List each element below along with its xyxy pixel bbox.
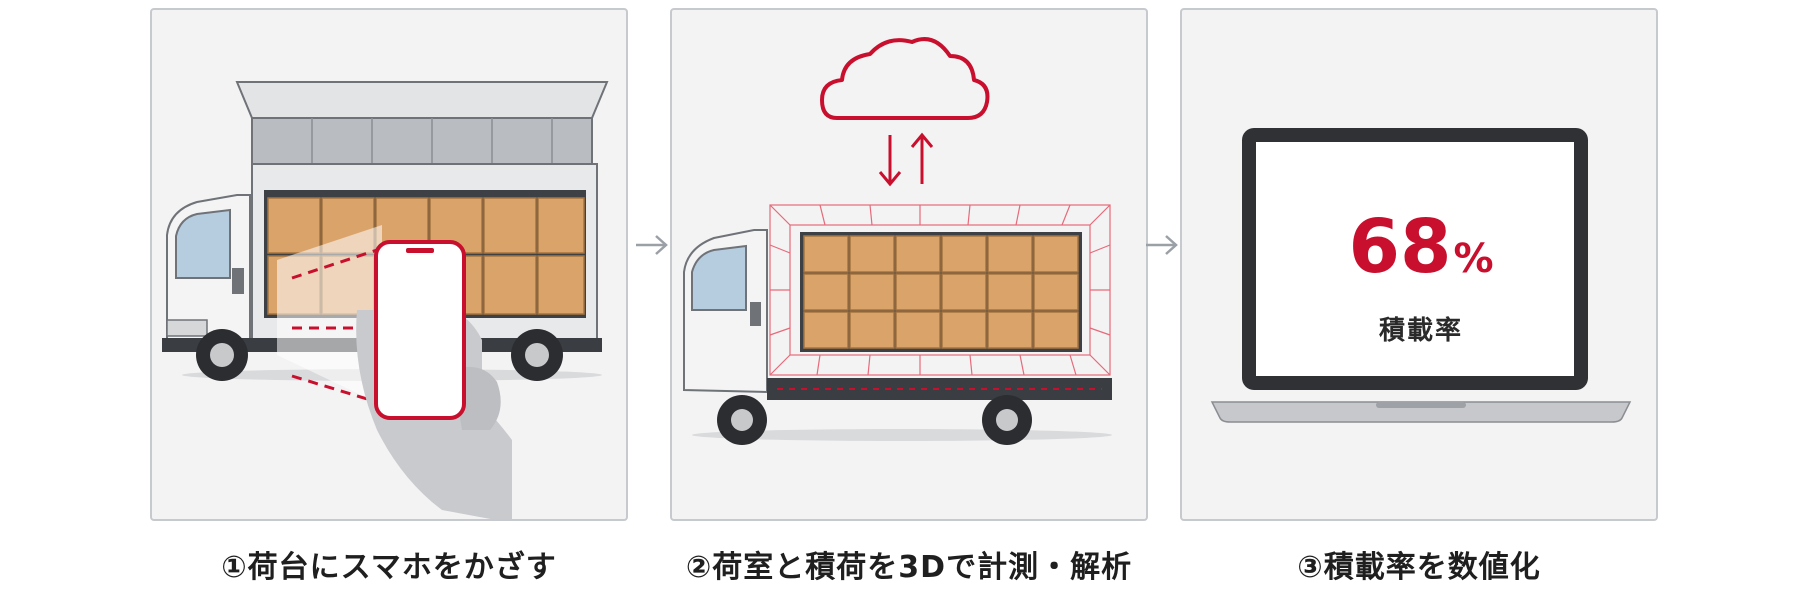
rate-number: 68	[1348, 204, 1452, 290]
truck-3d-measure-illustration	[683, 37, 1112, 445]
step-3-panel: 68% 積載率	[1180, 8, 1658, 521]
step-2-panel	[670, 8, 1148, 521]
loading-rate-value: 68%	[1182, 210, 1656, 284]
step-3-caption: ③積載率を数値化	[1297, 550, 1541, 585]
laptop-icon	[1210, 128, 1632, 423]
truck-scan-illustration	[162, 81, 609, 519]
loading-rate-label: 積載率	[1378, 316, 1463, 346]
arrow-right-icon	[636, 235, 668, 255]
step-1-panel	[150, 8, 628, 521]
cloud-icon	[820, 37, 990, 120]
step-1-caption: ①荷台にスマホをかざす	[221, 550, 557, 585]
rate-unit: %	[1453, 236, 1494, 282]
arrow-right-icon	[1146, 235, 1178, 255]
step-2-caption: ②荷室と積荷を3Dで計測・解析	[685, 550, 1133, 585]
